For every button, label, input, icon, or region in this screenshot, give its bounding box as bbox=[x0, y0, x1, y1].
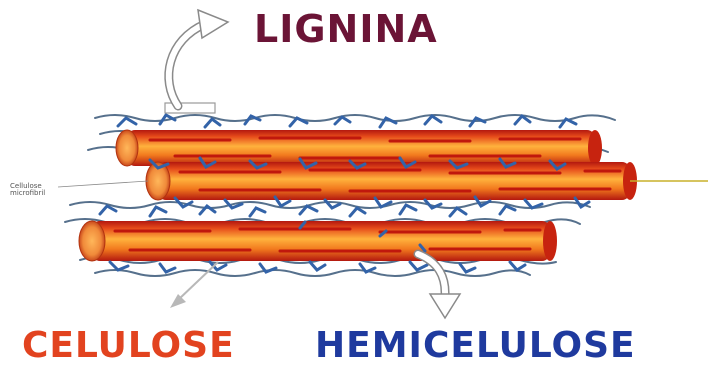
lignina-label: LIGNINA bbox=[254, 10, 438, 48]
cellulose-fiber-1 bbox=[116, 130, 602, 166]
cellulose-fiber-3 bbox=[79, 221, 557, 261]
fibril-label-line-2: microfibril bbox=[10, 190, 45, 197]
hemicelulose-label: HEMICELULOSE bbox=[315, 328, 636, 364]
lignin-arrow-icon bbox=[169, 10, 228, 106]
cellulose-arrow-icon bbox=[170, 262, 218, 308]
fibril-leader-line bbox=[58, 181, 148, 187]
celulose-label: CELULOSE bbox=[22, 328, 235, 364]
cellulose-fiber-2 bbox=[146, 162, 637, 200]
